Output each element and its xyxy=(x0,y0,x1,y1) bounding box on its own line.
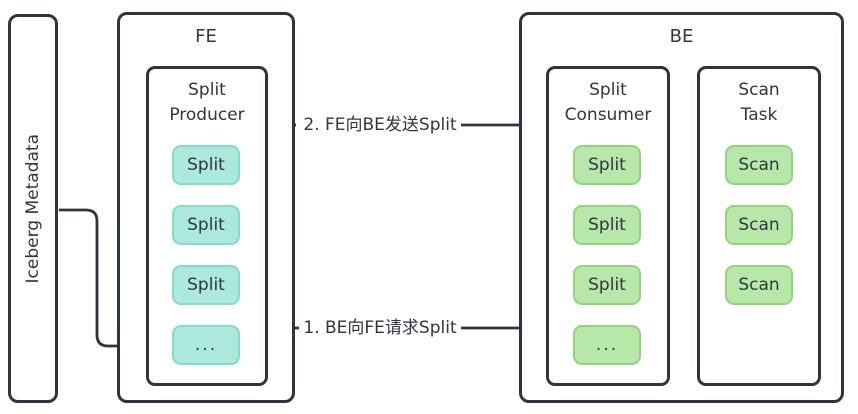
request-split-label: 1. BE向FE请求Split xyxy=(299,317,461,339)
scan-task-label: Scan Task xyxy=(697,78,821,128)
producer-split-chip-2: Split xyxy=(172,205,240,245)
consumer-more-chip: ... xyxy=(573,325,641,365)
scan-chip-1: Scan xyxy=(725,145,793,185)
consumer-split-chip-2: Split xyxy=(573,205,641,245)
split-producer-label: Split Producer xyxy=(146,78,268,128)
consumer-split-chip-3: Split xyxy=(573,265,641,305)
iceberg-metadata-box: Iceberg Metadata xyxy=(8,14,58,403)
consumer-split-chip-1: Split xyxy=(573,145,641,185)
scan-task-label-line2: Task xyxy=(740,105,778,125)
producer-more-chip: ... xyxy=(172,325,240,365)
scan-chip-2: Scan xyxy=(725,205,793,245)
split-producer-label-line1: Split xyxy=(188,80,226,100)
producer-split-chip-1: Split xyxy=(172,145,240,185)
split-consumer-label-line1: Split xyxy=(589,80,627,100)
split-consumer-label-line2: Consumer xyxy=(564,105,652,125)
scan-task-label-line1: Scan xyxy=(738,80,780,100)
scan-chip-3: Scan xyxy=(725,265,793,305)
split-consumer-label: Split Consumer xyxy=(546,78,670,128)
be-label: BE xyxy=(669,26,694,47)
iceberg-metadata-label: Iceberg Metadata xyxy=(23,133,43,284)
send-split-label: 2. FE向BE发送Split xyxy=(299,114,461,136)
producer-split-chip-3: Split xyxy=(172,265,240,305)
split-producer-label-line2: Producer xyxy=(169,105,245,125)
fe-label: FE xyxy=(195,26,217,47)
